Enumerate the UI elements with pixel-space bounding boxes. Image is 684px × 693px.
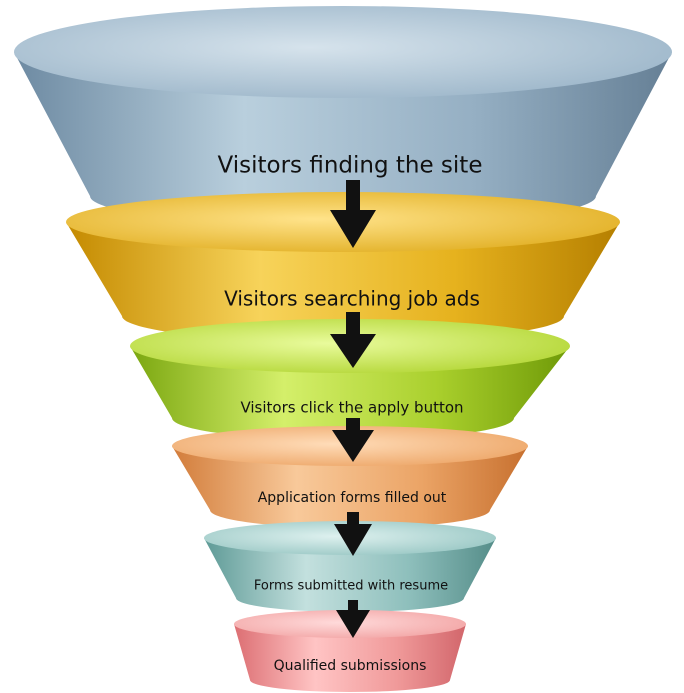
funnel-stage-2: Visitors searching job ads xyxy=(66,192,620,342)
arrow-down-icon xyxy=(330,180,376,248)
stage-4-label: Application forms filled out xyxy=(258,490,447,506)
funnel-stage-1: Visitors finding the site xyxy=(14,6,672,226)
stage-6-label: Qualified submissions xyxy=(274,658,427,674)
stage-4-body xyxy=(172,446,528,528)
stage-6-body xyxy=(234,624,466,692)
stage-1-body xyxy=(14,52,672,226)
arrow-down-icon xyxy=(334,512,372,556)
arrow-down-icon xyxy=(336,600,370,638)
stage-1-label: Visitors finding the site xyxy=(218,153,483,179)
stage-3-body xyxy=(130,346,570,440)
stage-5-label: Forms submitted with resume xyxy=(254,579,448,594)
stage-3-label: Visitors click the apply button xyxy=(240,399,463,417)
stage-2-body xyxy=(66,222,620,342)
stage-5-body xyxy=(204,538,496,612)
stage-2-label: Visitors searching job ads xyxy=(224,287,480,311)
stage-1-top xyxy=(14,6,672,98)
arrow-down-icon xyxy=(332,418,374,462)
arrow-down-icon xyxy=(330,312,376,368)
